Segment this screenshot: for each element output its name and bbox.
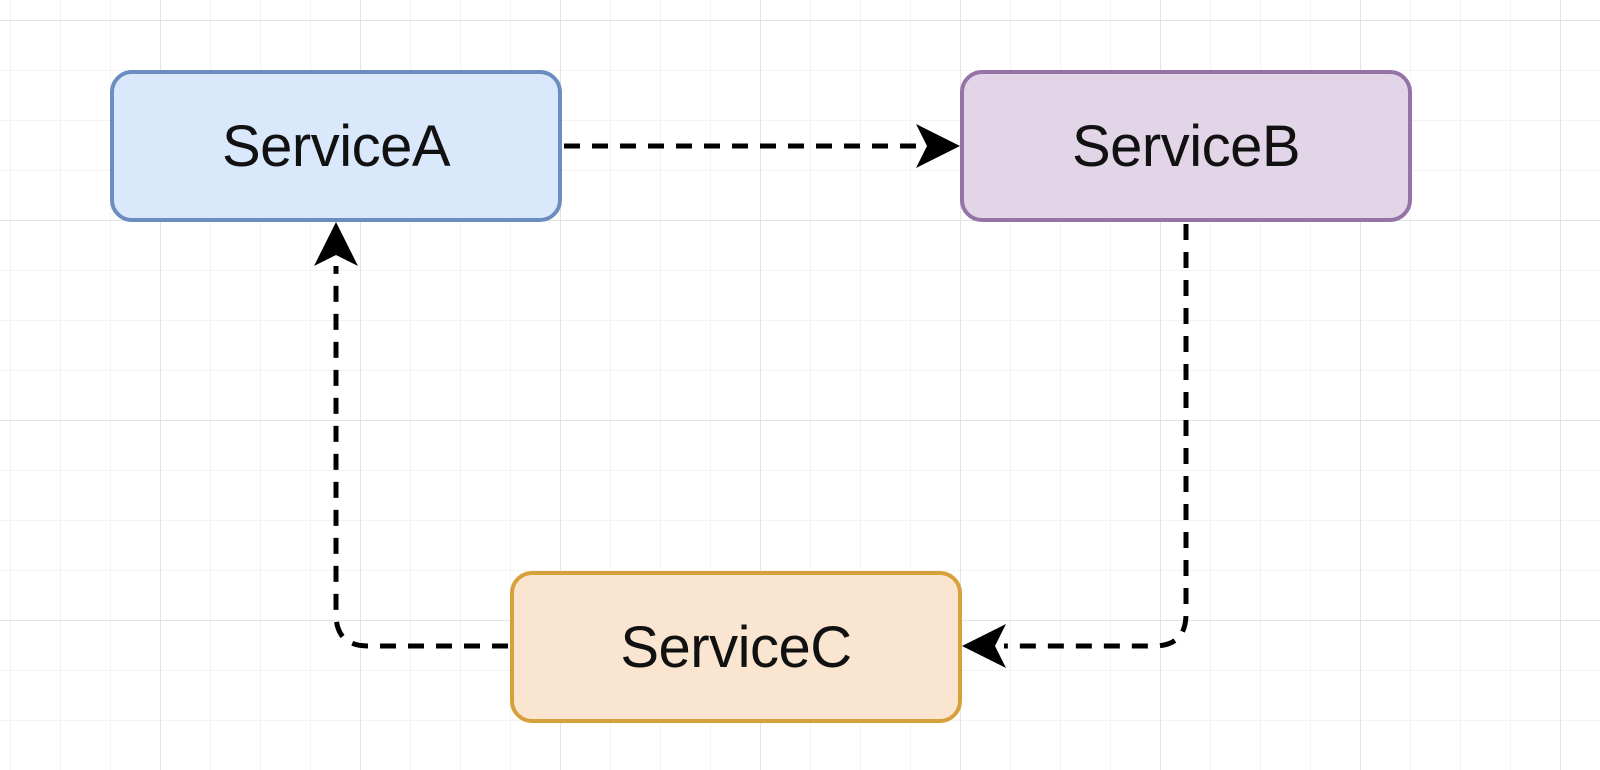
- arrowhead-right-icon: [916, 124, 960, 168]
- arrowhead-up-icon: [314, 222, 358, 266]
- edge-serviceb-to-servicec[interactable]: [1004, 224, 1189, 649]
- service-a-node[interactable]: ServiceA: [110, 70, 562, 222]
- edge-servicec-to-servicea[interactable]: [333, 266, 508, 649]
- service-a-label: ServiceA: [221, 113, 451, 179]
- service-b-label: ServiceB: [1071, 113, 1301, 179]
- service-c-label: ServiceC: [620, 614, 852, 680]
- service-b-node[interactable]: ServiceB: [960, 70, 1412, 222]
- arrowhead-left-icon: [962, 624, 1006, 668]
- service-c-node[interactable]: ServiceC: [510, 571, 962, 723]
